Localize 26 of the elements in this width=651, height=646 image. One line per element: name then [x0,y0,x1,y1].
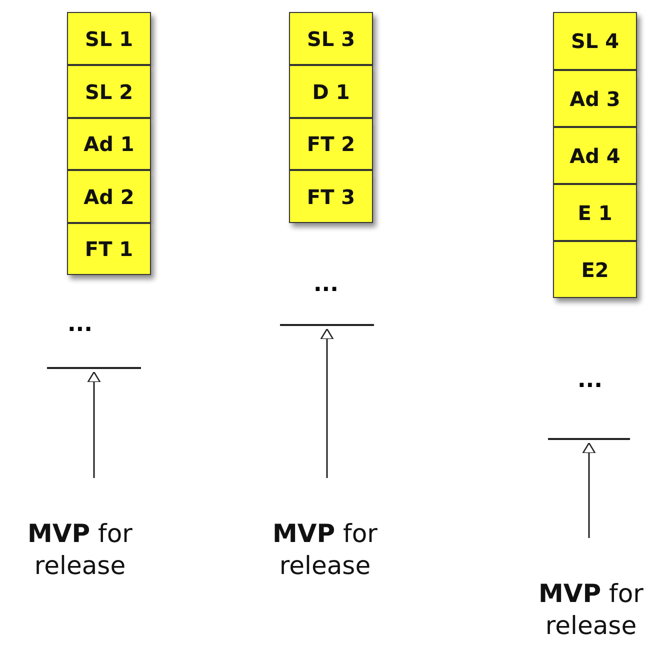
story-card: Ad 3 [553,70,637,127]
release-line [280,324,374,326]
release-line [47,367,141,369]
story-card: E 1 [553,184,637,241]
story-card: SL 4 [553,12,637,70]
release-caption: MVP for release [521,578,651,646]
story-card: Ad 1 [67,118,151,170]
story-card: FT 3 [289,170,373,223]
arrow [87,371,101,478]
story-card: Ad 2 [67,170,151,223]
release-caption: MVP for release [10,518,150,588]
story-card: E2 [553,241,637,298]
story-card: FT 2 [289,118,373,170]
arrow [582,442,596,538]
story-card: FT 1 [67,223,151,275]
ellipsis-text: ... [312,272,340,297]
story-card: SL 3 [289,12,373,65]
release-line [548,438,630,440]
story-card: SL 2 [67,65,151,118]
story-card: Ad 4 [553,127,637,184]
ellipsis-text: ... [576,368,604,393]
release-caption: MVP for release [255,518,395,588]
story-card: D 1 [289,65,373,118]
ellipsis-text: ... [66,312,94,337]
arrow [320,328,334,478]
story-card: SL 1 [67,12,151,65]
